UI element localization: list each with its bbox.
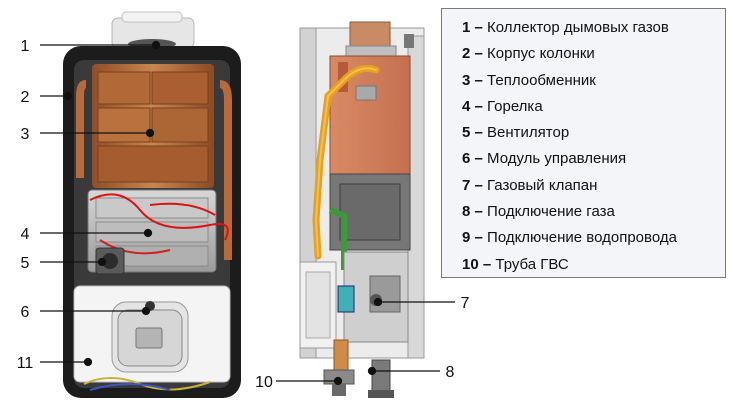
legend-item: 6 – Модуль управления (462, 150, 627, 168)
callout-5: 5 (21, 255, 30, 272)
fan (95, 247, 125, 275)
callout-6: 6 (21, 304, 30, 321)
side-flue (349, 21, 391, 51)
callout-7: 7 (461, 295, 470, 312)
callout-11: 11 (17, 355, 34, 372)
flue-collector-top (121, 11, 183, 23)
legend-item: 10 – Труба ГВС (462, 255, 569, 273)
gas-fitting (371, 359, 391, 395)
front-view (63, 11, 241, 398)
heat-exchanger (76, 64, 232, 260)
side-heat-exchanger (329, 55, 411, 175)
callout-1: 1 (21, 38, 30, 55)
callout-numbers: 1 2 3 4 5 6 11 7 8 10 (17, 38, 470, 391)
legend-item: 1 – Коллектор дымовых газов (462, 19, 669, 36)
legend-item: 3 – Теплообменник (462, 71, 596, 89)
callout-8: 8 (446, 364, 455, 381)
callout-10: 10 (255, 374, 273, 391)
leaders (40, 40, 455, 386)
callout-3: 3 (21, 126, 30, 143)
control-module (73, 285, 231, 383)
legend-item: 7 – Газовый клапан (462, 176, 598, 194)
legend-item: 4 – Горелка (462, 97, 543, 115)
legend-item: 8 – Подключение газа (462, 203, 615, 221)
legend-item: 9 – Подключение водопровода (462, 229, 677, 247)
callout-2: 2 (21, 89, 30, 106)
legend-item: 2 – Корпус колонки (462, 45, 595, 63)
legend-box: 1 – Коллектор дымовых газов 2 – Корпус к… (441, 8, 726, 278)
side-view (299, 21, 425, 398)
legend-item: 5 – Вентилятор (462, 124, 570, 142)
callout-4: 4 (21, 226, 30, 243)
